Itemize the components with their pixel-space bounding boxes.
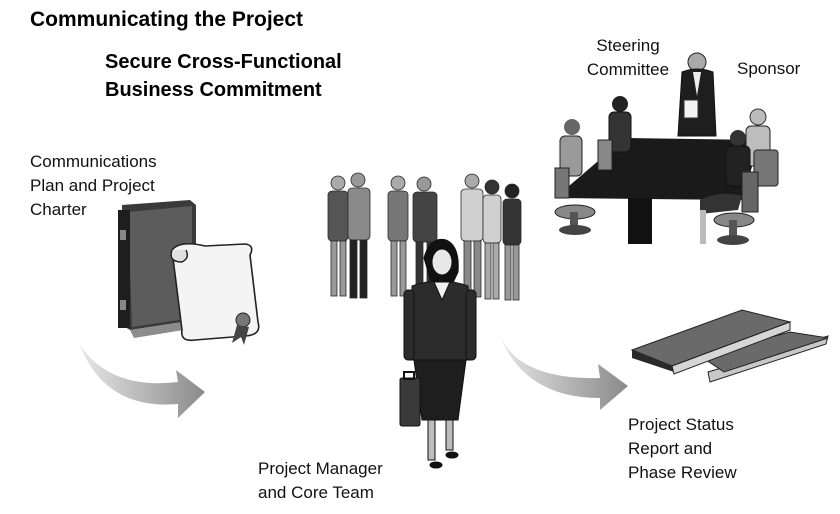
communications-plan-label-line-1: Communications xyxy=(30,152,157,171)
sponsor-figure xyxy=(677,52,717,137)
project-manager-label-line-1: Project Manager xyxy=(258,459,383,478)
project-manager-figure xyxy=(403,238,477,469)
project-manager-label-line-2: and Core Team xyxy=(258,483,374,502)
subtitle: Secure Cross-Functional Business Commitm… xyxy=(105,48,342,104)
sponsor-label: Sponsor xyxy=(737,59,801,78)
communications-plan-label-line-2: Plan and Project xyxy=(30,176,155,195)
project-status-label-line-1: Project Status xyxy=(628,415,734,434)
team-member-2 xyxy=(347,172,371,299)
charter-scroll-icon xyxy=(170,242,260,345)
committee-member-woman xyxy=(597,96,632,171)
communications-plan-label: Communications Plan and Project Charter xyxy=(30,150,200,222)
arrow-left-icon xyxy=(80,345,205,418)
page-title: Communicating the Project xyxy=(30,8,304,31)
report-books-icon xyxy=(630,309,829,383)
project-status-label-line-3: Phase Review xyxy=(628,463,737,482)
committee-member-right-back xyxy=(745,108,779,187)
subtitle-line-1: Secure Cross-Functional xyxy=(105,51,342,73)
committee-member-left xyxy=(554,119,596,235)
project-manager-label: Project Manager and Core Team xyxy=(258,457,408,505)
team-member-7 xyxy=(502,183,522,301)
project-status-label-line-2: Report and xyxy=(628,439,713,458)
steering-committee-label-line-2: Committee xyxy=(586,60,670,79)
committee-member-right-front xyxy=(700,130,759,245)
project-status-label: Project Status Report and Phase Review xyxy=(628,413,758,485)
communications-plan-label-line-3: Charter xyxy=(30,200,87,219)
subtitle-line-2: Business Commitment xyxy=(105,79,322,101)
arrow-right-icon xyxy=(500,336,628,410)
briefcase-icon xyxy=(399,371,421,427)
team-member-5 xyxy=(460,173,484,298)
team-member-6 xyxy=(482,179,502,300)
steering-committee-label: Steering Committee xyxy=(583,34,673,82)
meeting-table-icon xyxy=(555,138,760,244)
core-team-group xyxy=(327,172,522,301)
team-member-3 xyxy=(387,175,409,297)
steering-committee-label-line-1: Steering xyxy=(596,36,660,55)
team-member-1 xyxy=(327,175,349,297)
